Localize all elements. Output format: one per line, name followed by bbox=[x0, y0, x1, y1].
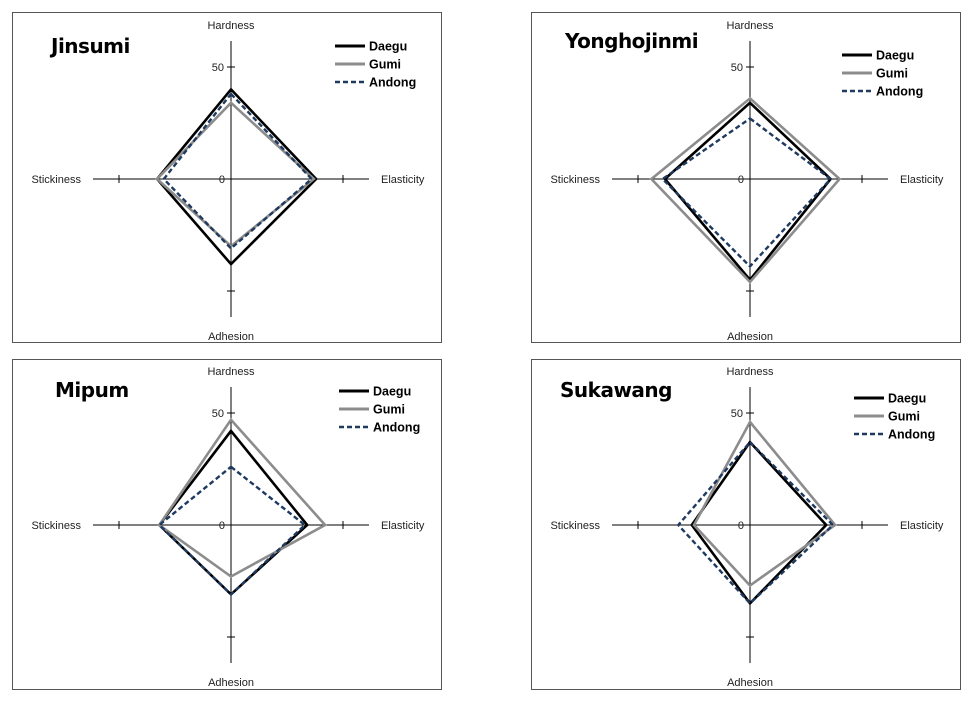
chart-title: Yonghojinmi bbox=[565, 29, 699, 53]
axis-label-elasticity: Elasticity bbox=[900, 174, 944, 186]
legend-label-daegu: Daegu bbox=[876, 49, 914, 63]
legend-label-gumi: Gumi bbox=[369, 58, 401, 72]
axis-label-adhesion: Adhesion bbox=[727, 331, 773, 343]
axis-label-hardness: Hardness bbox=[207, 366, 255, 378]
series-daegu-polygon bbox=[690, 440, 828, 606]
series-daegu-polygon bbox=[155, 87, 318, 267]
axis-label-adhesion: Adhesion bbox=[727, 677, 773, 689]
tick-label-50: 50 bbox=[731, 408, 743, 420]
chart-title: Sukawang bbox=[560, 378, 672, 402]
axis-label-stickiness: Stickiness bbox=[31, 174, 81, 186]
legend-label-daegu: Daegu bbox=[888, 392, 926, 406]
legend-label-andong: Andong bbox=[876, 85, 923, 99]
legend-label-andong: Andong bbox=[373, 421, 420, 435]
axis-label-stickiness: Stickiness bbox=[31, 520, 81, 532]
series-daegu-polygon bbox=[663, 101, 833, 282]
axis-label-stickiness: Stickiness bbox=[550, 520, 600, 532]
legend-label-gumi: Gumi bbox=[888, 410, 920, 424]
tick-label-0: 0 bbox=[738, 520, 744, 532]
series-andong-polygon bbox=[660, 117, 833, 269]
tick-label-0: 0 bbox=[738, 174, 744, 186]
tick-label-50: 50 bbox=[731, 62, 743, 74]
tick-label-50: 50 bbox=[212, 408, 224, 420]
tick-label-0: 0 bbox=[219, 520, 225, 532]
series-gumi-polygon bbox=[692, 419, 837, 588]
axis-label-stickiness: Stickiness bbox=[550, 174, 600, 186]
axis-label-adhesion: Adhesion bbox=[208, 331, 254, 343]
legend-label-andong: Andong bbox=[369, 76, 416, 90]
legend-label-gumi: Gumi bbox=[373, 403, 405, 417]
tick-label-50: 50 bbox=[212, 62, 224, 74]
series-gumi-polygon bbox=[155, 100, 316, 248]
axis-label-hardness: Hardness bbox=[207, 20, 255, 32]
series-andong-polygon bbox=[162, 92, 314, 251]
axis-label-elasticity: Elasticity bbox=[381, 174, 425, 186]
legend-label-daegu: Daegu bbox=[369, 40, 407, 54]
series-gumi-polygon bbox=[649, 96, 842, 284]
axis-label-elasticity: Elasticity bbox=[381, 520, 425, 532]
axis-label-adhesion: Adhesion bbox=[208, 677, 254, 689]
legend-label-andong: Andong bbox=[888, 428, 935, 442]
axis-label-hardness: Hardness bbox=[726, 20, 774, 32]
series-andong-polygon bbox=[676, 440, 835, 606]
axis-label-hardness: Hardness bbox=[726, 366, 774, 378]
axis-label-elasticity: Elasticity bbox=[900, 520, 944, 532]
legend-label-gumi: Gumi bbox=[876, 67, 908, 81]
series-daegu-polygon bbox=[157, 428, 309, 597]
series-andong-polygon bbox=[157, 465, 307, 597]
chart-title: Mipum bbox=[55, 378, 129, 402]
chart-title: Jinsumi bbox=[51, 34, 130, 58]
tick-label-0: 0 bbox=[219, 174, 225, 186]
legend-label-daegu: Daegu bbox=[373, 385, 411, 399]
series-gumi-polygon bbox=[157, 417, 328, 579]
